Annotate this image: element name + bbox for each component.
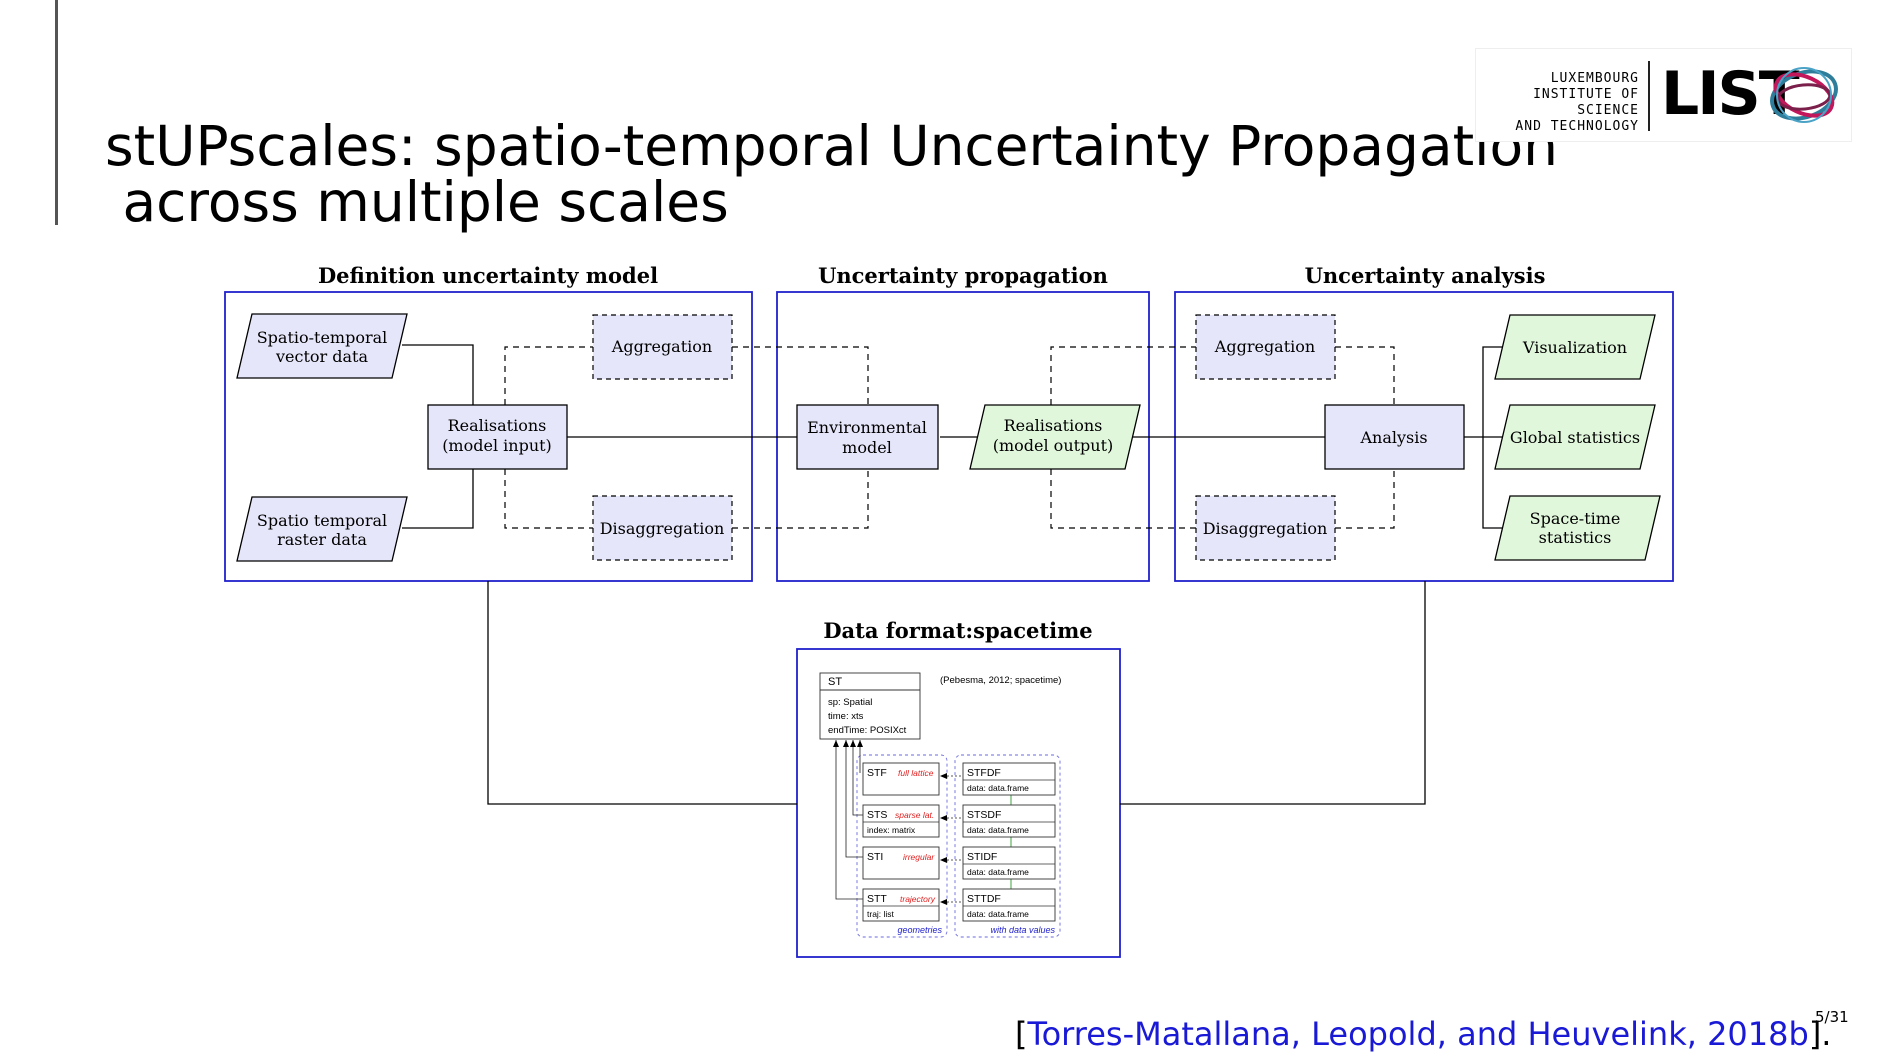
logo-line-2: INSTITUTE OF SCIENCE [1533,87,1639,118]
section-title-analysis: Uncertainty analysis [1305,263,1546,288]
class-sttdf: STTDF [967,893,1001,905]
class-sttdf-field: data: data.frame [967,909,1029,919]
st-field-time: time: xts [828,711,864,722]
vector-label-2: vector data [275,347,368,366]
node-global-statistics: Global statistics [1494,404,1656,470]
class-sts-tag: sparse lat. [895,810,934,820]
realis-in-label-1: Realisations [448,416,547,435]
env-label-2: model [842,438,892,457]
node-environmental-model: Environmental model [796,404,939,470]
section-title-data-format: Data format:spacetime [823,618,1092,643]
analysis-label: Analysis [1359,428,1427,447]
title-line-1: stUPscales: spatio-temporal Uncertainty … [105,114,1558,178]
citation-open-bracket: [ [1015,1015,1028,1053]
class-sti-tag: irregular [903,852,935,862]
page-number: 5/31 [1815,1008,1849,1026]
class-sts: STS [867,809,887,821]
class-stt-tag: trajectory [900,894,936,904]
vector-label-1: Spatio-temporal [257,328,388,347]
st-stats-label-2: statistics [1539,528,1612,547]
citation-link[interactable]: Torres-Matallana, Leopold, and Heuvelink… [1027,1015,1809,1053]
class-stsdf-field: data: data.frame [967,825,1029,835]
class-stt-field: traj: list [867,909,895,919]
st-field-endtime: endTime: POSIXct [828,725,907,736]
spacetime-reference: (Pebesma, 2012; spacetime) [940,675,1061,686]
node-disaggregation-2: Disaggregation [1195,495,1336,561]
class-stfdf-field: data: data.frame [967,783,1029,793]
node-aggregation-2: Aggregation [1195,314,1336,380]
class-sti: STI [867,851,883,863]
st-stats-label-1: Space-time [1530,509,1621,528]
node-realisations-output: Realisations (model output) [969,404,1141,470]
node-aggregation-1: Aggregation [592,314,733,380]
aggregation-1-label: Aggregation [611,337,712,356]
slide-title: stUPscales: spatio-temporal Uncertainty … [105,118,1558,230]
class-stidf-field: data: data.frame [967,867,1029,877]
spacetime-class-diagram: (Pebesma, 2012; spacetime) ST sp: Spatia… [819,672,1061,938]
logo-institute-text: LUXEMBOURG INSTITUTE OF SCIENCE AND TECH… [1476,71,1639,135]
data-values-label: with data values [990,925,1055,935]
class-sts-field: index: matrix [867,825,916,835]
class-stf: STF [867,767,887,779]
env-label-1: Environmental [807,418,927,437]
frame-data-format [796,648,1121,958]
node-raster-data: Spatio temporal raster data [236,496,408,562]
class-stt: STT [867,893,887,905]
node-visualization: Visualization [1494,314,1656,380]
citation-close-bracket: ]. [1808,1015,1832,1053]
realis-in-label-2: (model input) [442,436,552,455]
node-space-time-statistics: Space-time statistics [1494,495,1661,561]
raster-label-2: raster data [277,530,367,549]
geometries-label: geometries [897,925,942,935]
node-disaggregation-1: Disaggregation [592,495,733,561]
solid-connectors [402,344,1510,805]
node-realisations-input: Realisations (model input) [427,404,568,470]
raster-label-1: Spatio temporal [257,511,387,530]
class-stidf: STIDF [967,851,997,863]
node-vector-data: Spatio-temporal vector data [236,313,408,379]
section-title-definition: Definition uncertainty model [318,263,658,288]
section-title-propagation: Uncertainty propagation [818,263,1108,288]
title-line-2: across multiple scales [105,170,729,234]
disaggregation-1-label: Disaggregation [600,519,725,538]
global-stats-label: Global statistics [1510,428,1640,447]
citation: [Torres-Matallana, Leopold, and Heuvelin… [1015,1015,1831,1053]
dashed-connectors [504,346,1395,529]
list-logo: LUXEMBOURG INSTITUTE OF SCIENCE AND TECH… [1475,48,1852,142]
class-stsdf: STSDF [967,809,1001,821]
logo-globe-icon [1770,67,1838,123]
realis-out-label-2: (model output) [993,436,1114,455]
logo-divider [1648,61,1650,131]
st-class-title: ST [828,676,842,688]
logo-line-1: LUXEMBOURG [1550,71,1639,86]
aggregation-2-label: Aggregation [1214,337,1315,356]
logo-line-3: AND TECHNOLOGY [1515,119,1639,134]
visualization-label: Visualization [1522,338,1627,357]
sidebar-rule [55,0,58,225]
class-stf-tag: full lattice [898,768,934,778]
node-analysis: Analysis [1324,404,1465,470]
disaggregation-2-label: Disaggregation [1203,519,1328,538]
realis-out-label-1: Realisations [1004,416,1103,435]
st-field-sp: sp: Spatial [828,697,872,708]
class-stfdf: STFDF [967,767,1001,779]
